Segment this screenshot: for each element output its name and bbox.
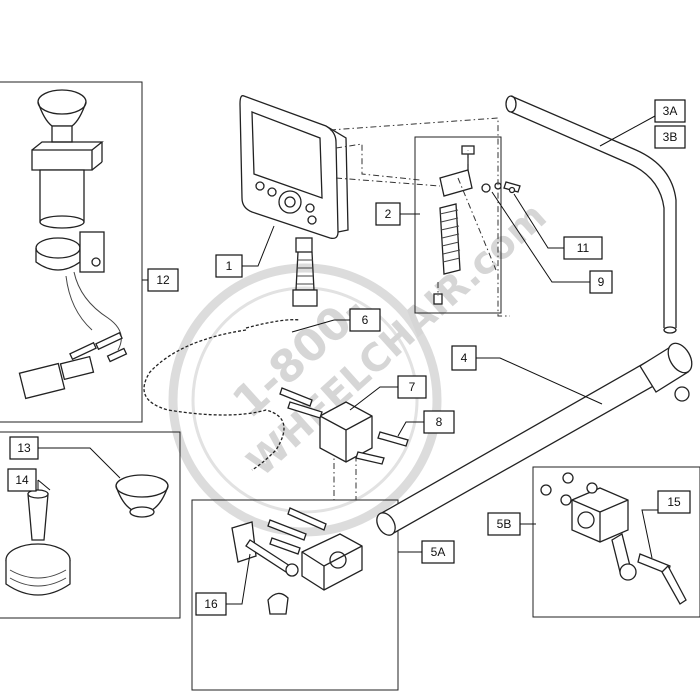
- joystick-knob: [115, 474, 169, 518]
- callout-3a: 3A: [654, 99, 686, 123]
- callout-8-label: 8: [436, 415, 443, 429]
- callout-6: 6: [349, 308, 381, 332]
- spiral-cable-wrap: [143, 319, 301, 471]
- callout-12: 12: [147, 268, 179, 292]
- frame-joystick-13-14: [0, 431, 181, 619]
- clamp-5a-assembly: [231, 507, 363, 615]
- display-controller: [239, 95, 349, 307]
- callout-5b-label: 5B: [497, 517, 512, 531]
- joystick-mount-assembly: [18, 89, 128, 400]
- callout-3b-label: 3B: [663, 130, 678, 144]
- callout-2: 2: [375, 202, 401, 226]
- callout-13-label: 13: [17, 441, 31, 455]
- callout-11: 11: [563, 236, 603, 260]
- bent-support-rod: [505, 95, 677, 334]
- callout-14-label: 14: [15, 473, 29, 487]
- callout-3b: 3B: [654, 125, 686, 149]
- frame-clamp-5b: [532, 466, 700, 618]
- callout-4-label: 4: [461, 351, 468, 365]
- callout-7: 7: [397, 375, 427, 399]
- frame-mount-12: [0, 81, 143, 423]
- callout-3a-label: 3A: [663, 104, 678, 118]
- callout-14: 14: [7, 468, 37, 492]
- callout-4: 4: [451, 345, 477, 371]
- watermark: 1-800- WHEELCHAIR.com: [168, 194, 555, 537]
- callout-15: 15: [657, 490, 691, 514]
- callout-1: 1: [215, 254, 243, 278]
- callout-6-label: 6: [362, 313, 369, 327]
- joystick: [5, 489, 71, 596]
- callout-7-label: 7: [409, 380, 416, 394]
- callout-8: 8: [423, 410, 455, 434]
- clamp-5b-assembly: [540, 472, 687, 605]
- callout-5b: 5B: [487, 512, 521, 536]
- callout-16: 16: [195, 592, 227, 616]
- callout-2-label: 2: [385, 207, 392, 221]
- clamp-block: [279, 387, 409, 465]
- callout-9: 9: [589, 270, 613, 294]
- callout-1-label: 1: [226, 259, 233, 273]
- frame-bracket-2: [414, 136, 502, 314]
- callout-15-label: 15: [667, 495, 681, 509]
- callout-12-label: 12: [156, 273, 170, 287]
- callout-16-label: 16: [204, 597, 218, 611]
- mounting-tube: [376, 342, 693, 536]
- callout-9-label: 9: [598, 275, 605, 289]
- callout-5a: 5A: [421, 540, 455, 564]
- frame-clamp-5a: [191, 499, 399, 691]
- leader-lines: [37, 115, 658, 605]
- callout-5a-label: 5A: [431, 545, 446, 559]
- assembly-lines: [329, 117, 510, 500]
- callout-13: 13: [9, 436, 39, 460]
- callout-11-label: 11: [577, 241, 590, 255]
